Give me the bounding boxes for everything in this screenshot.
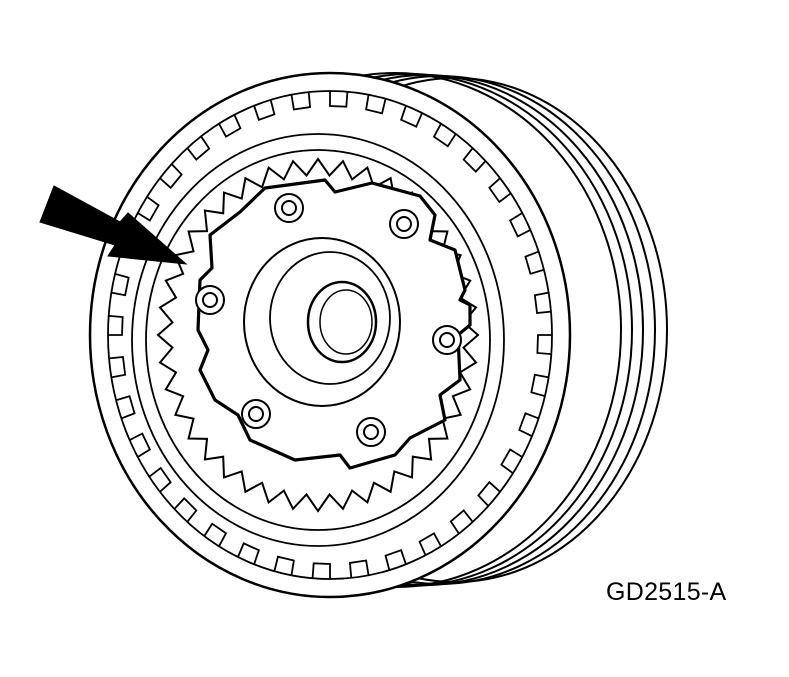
spline-tooth	[273, 555, 295, 576]
bolt-center	[363, 424, 379, 440]
spline-tooth	[536, 334, 552, 356]
spline-tooth	[129, 432, 152, 458]
spline-tooth	[418, 532, 442, 556]
spline-tooth	[173, 497, 198, 523]
spline-tooth	[111, 273, 130, 297]
bolt-center	[281, 200, 297, 216]
spline-tooth	[348, 559, 370, 578]
spline-tooth	[237, 542, 260, 565]
spline-tooth	[329, 91, 349, 108]
spline-tooth	[500, 448, 523, 474]
spline-tooth	[462, 147, 487, 173]
spline-tooth	[508, 212, 531, 238]
spline-tooth	[400, 105, 423, 128]
spline-tooth	[108, 355, 127, 379]
arrow-icon	[39, 185, 188, 265]
bolt-center	[439, 332, 455, 348]
spline-tooth	[518, 412, 539, 437]
bolt-center	[396, 216, 412, 232]
spline-tooth	[218, 114, 242, 138]
spline-tooth	[137, 196, 160, 222]
spline-tooth	[432, 123, 457, 148]
spline-tooth	[488, 177, 512, 204]
spline-tooth	[449, 509, 474, 535]
spline-tooth	[311, 562, 331, 579]
spline-tooth	[108, 314, 124, 336]
hub	[243, 237, 401, 407]
spline-tooth	[253, 99, 276, 121]
spline-tooth	[533, 291, 552, 315]
figure-code: GD2515-A	[606, 578, 727, 606]
spline-tooth	[290, 92, 312, 111]
spline-tooth	[477, 480, 501, 507]
spline-tooth	[186, 135, 211, 161]
bolt-center	[248, 406, 264, 422]
spline-tooth	[203, 522, 228, 547]
carrier-bolts	[195, 193, 462, 447]
outer-spline-teeth	[108, 91, 552, 579]
bolt-center	[202, 292, 218, 308]
spline-tooth	[115, 395, 136, 420]
spline-tooth	[524, 250, 545, 275]
spline-tooth	[365, 94, 387, 115]
spline-tooth	[159, 163, 183, 190]
spline-tooth	[148, 466, 172, 493]
spline-tooth	[530, 373, 549, 397]
spline-tooth	[384, 549, 407, 571]
inner-rings	[131, 133, 505, 547]
